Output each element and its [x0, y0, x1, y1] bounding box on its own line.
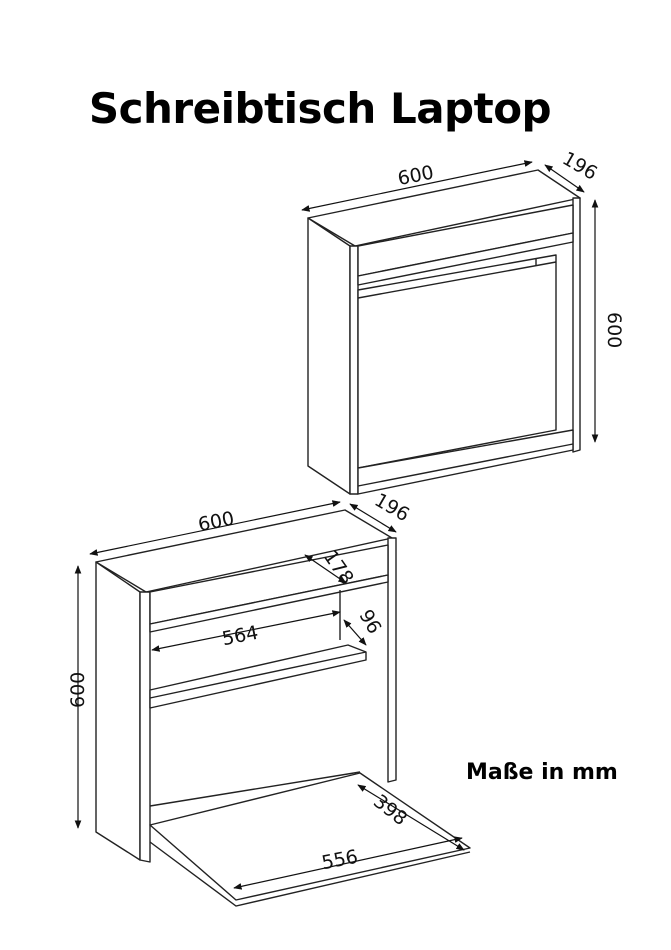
open-right-side	[387, 537, 397, 783]
page-title: Schreibtisch Laptop	[88, 84, 552, 133]
compartment-depth-arrow	[343, 619, 367, 646]
open-bottom-edge	[149, 771, 361, 807]
shelf-depth-arrow	[304, 554, 347, 584]
open-depth-arrow	[349, 503, 397, 533]
desk-width-arrow	[233, 836, 463, 890]
open-left-side	[95, 561, 141, 861]
inner-width-arrow	[151, 610, 341, 652]
closed-front-flap	[357, 254, 557, 469]
open-height-label: 600	[67, 672, 89, 708]
open-middle-shelf	[149, 644, 367, 709]
closed-depth-arrow	[544, 164, 585, 193]
units-note: Maße in mm	[466, 760, 618, 785]
closed-height-label: 600	[603, 312, 625, 348]
open-left-edge	[139, 591, 151, 863]
compartment-depth-label: 96	[354, 606, 385, 638]
closed-cabinet	[307, 169, 581, 495]
open-middle-shelf-edge	[149, 651, 367, 699]
open-desk-flap	[149, 772, 471, 901]
inner-width-label: 564	[220, 622, 260, 651]
closed-top-shelf	[357, 232, 574, 286]
closed-bottom-edge	[357, 443, 574, 487]
open-width-label: 600	[196, 508, 236, 537]
open-cabinet	[95, 509, 471, 907]
open-width-arrow	[89, 500, 341, 556]
closed-left-side	[307, 217, 351, 495]
closed-left-edge	[349, 245, 359, 495]
closed-flap-edge	[357, 261, 557, 299]
closed-width-label: 600	[396, 162, 436, 191]
closed-right-side	[572, 197, 581, 453]
closed-width-arrow	[301, 160, 533, 212]
